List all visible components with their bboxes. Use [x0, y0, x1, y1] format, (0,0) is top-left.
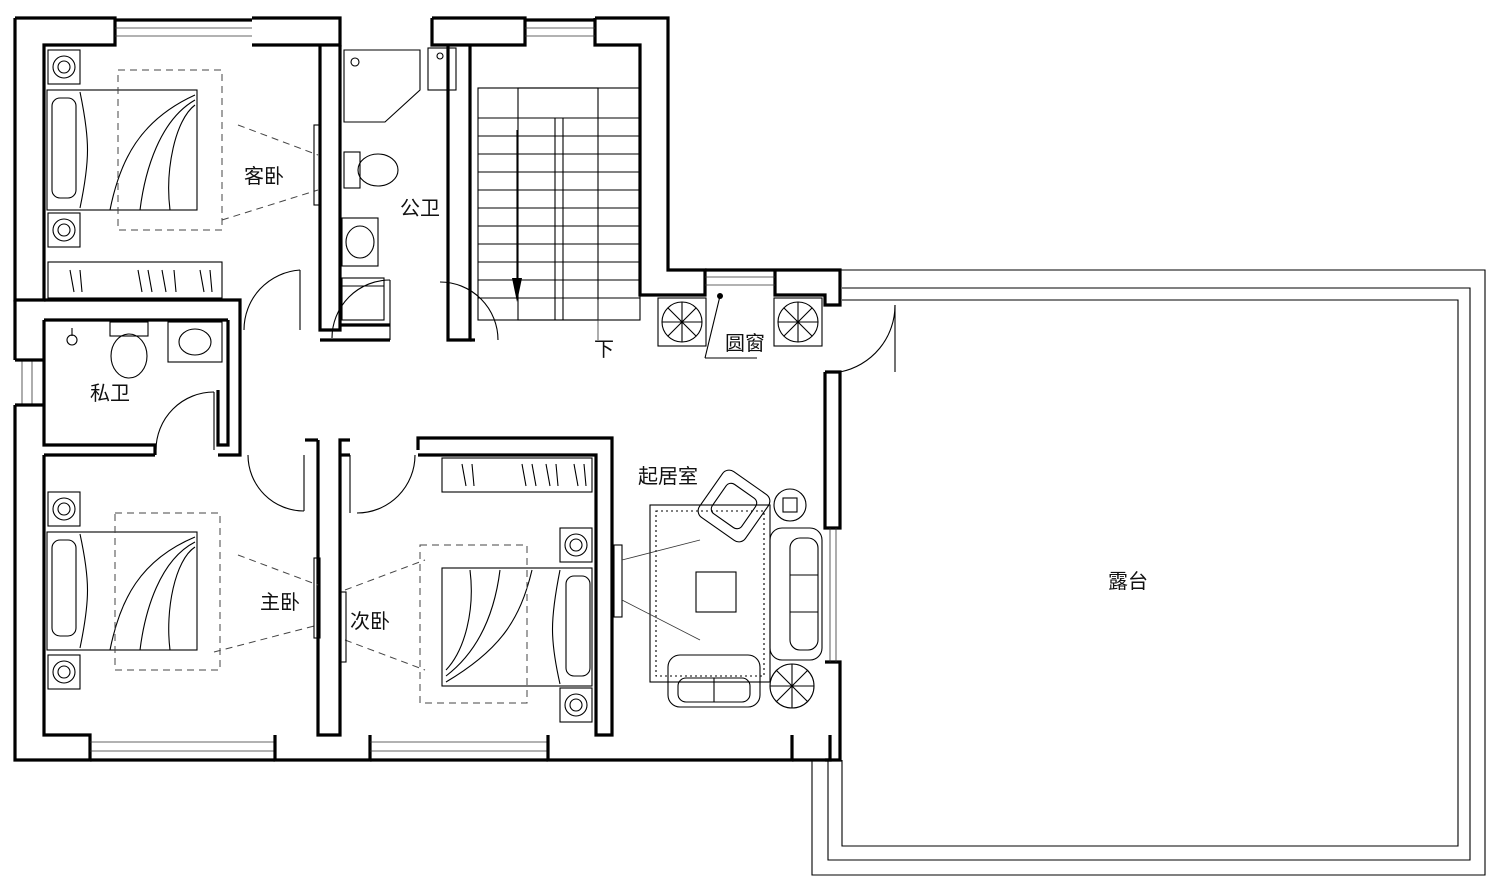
- planter-right: [773, 297, 823, 347]
- exterior-walls: [13, 16, 842, 762]
- staircase: [477, 87, 641, 340]
- label-private-bath: 私卫: [90, 381, 130, 405]
- sofa: [769, 527, 823, 661]
- master-nightstand-top: [47, 491, 81, 527]
- label-guest-bedroom: 客卧: [244, 164, 284, 188]
- doors: [155, 269, 896, 514]
- interior-walls: [42, 45, 614, 737]
- second-nightstand-bottom: [559, 687, 593, 723]
- private-bath-fixtures: [66, 321, 223, 379]
- armchair: [697, 469, 771, 543]
- public-toilet: [343, 151, 399, 189]
- second-nightstand-top: [559, 527, 593, 563]
- master-nightstand-bottom: [47, 654, 81, 690]
- washer: [341, 277, 385, 321]
- guest-bed: [46, 69, 321, 231]
- tv-panel: [613, 539, 701, 641]
- public-sink-small: [427, 47, 457, 91]
- label-stair-down: 下: [594, 337, 614, 361]
- label-round-window: 圆窗: [725, 331, 765, 355]
- side-table-lamp: [773, 488, 807, 522]
- plant-living: [769, 663, 815, 709]
- guest-nightstand-top: [47, 49, 81, 85]
- round-window-leader: [704, 293, 757, 359]
- label-terrace: 露台: [1108, 569, 1148, 593]
- label-public-bath: 公卫: [400, 196, 440, 220]
- second-wardrobe: [441, 457, 593, 493]
- label-second-bedroom: 次卧: [350, 609, 390, 633]
- coffee-table: [695, 571, 737, 613]
- second-bed: [339, 544, 593, 704]
- master-bed: [46, 512, 321, 671]
- public-basin: [341, 217, 379, 267]
- planter-left: [657, 297, 707, 347]
- label-master-bedroom: 主卧: [260, 590, 300, 614]
- guest-wardrobe: [47, 261, 223, 299]
- label-living-room: 起居室: [638, 464, 698, 488]
- guest-nightstand-bottom: [47, 212, 81, 248]
- loveseat: [667, 654, 761, 708]
- shower-tray: [343, 49, 421, 123]
- terrace-outline: [811, 269, 1486, 876]
